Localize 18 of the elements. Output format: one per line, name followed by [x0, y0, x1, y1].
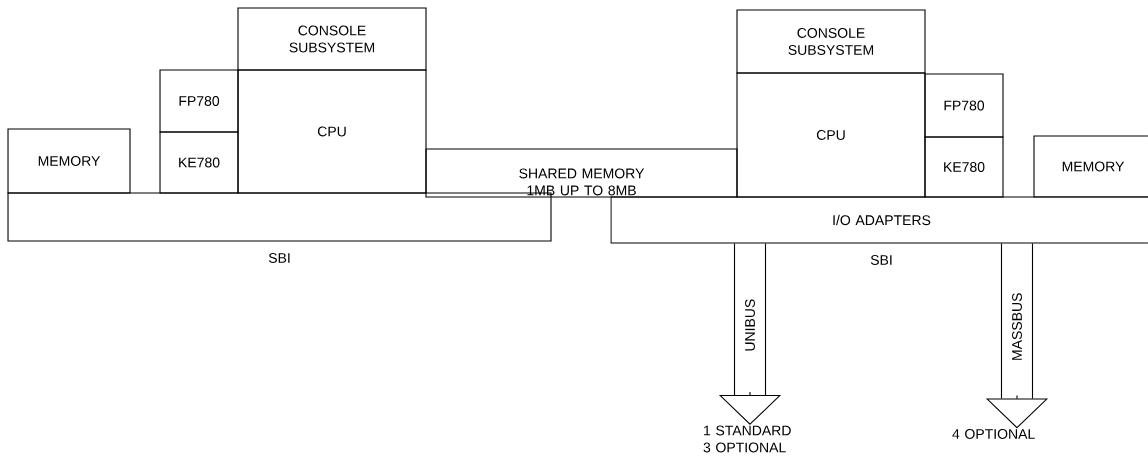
module-box: KE780 [159, 131, 239, 194]
console-box: CONSOLE SUBSYSTEM [237, 7, 427, 71]
bus-count-text: 4 OPTIONAL [952, 429, 1035, 439]
bus-count-text: 1 STANDARD 3 OPTIONAL [703, 425, 791, 453]
memory-box: MEMORY [1033, 135, 1148, 198]
bus-bar: I/O ADAPTERS [610, 196, 1148, 244]
module-box: FP780 [159, 69, 239, 133]
module-box: KE780 [924, 136, 1004, 198]
cpu-box: CPU [237, 69, 427, 194]
bus-label: SBI [870, 255, 892, 265]
module-box: FP780 [924, 73, 1004, 138]
cpu-box: CPU [736, 72, 926, 198]
memory-box: MEMORY [7, 128, 131, 194]
console-box: CONSOLE SUBSYSTEM [736, 9, 926, 74]
edge-label: MASSBUS [1011, 291, 1023, 362]
bus-label: SBI [268, 253, 290, 263]
shared-memory-box: SHARED MEMORY 1MB UP TO 8MB [425, 148, 738, 198]
edge-label: UNIBUS [744, 297, 756, 353]
